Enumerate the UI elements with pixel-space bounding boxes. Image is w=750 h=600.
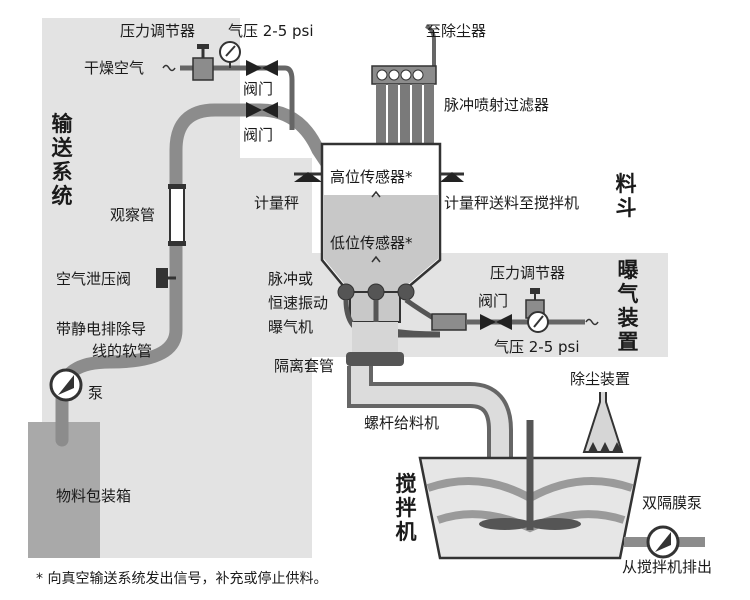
valve-1-icon-b: [262, 60, 278, 76]
label-constant-vib: 恒速振动: [268, 294, 329, 312]
label-to-dust-collector: 至除尘器: [426, 22, 487, 40]
pressure-regulator-top: [192, 57, 214, 81]
screw-feeder-inner: [351, 366, 509, 480]
aeration-panel: [255, 253, 668, 357]
high-sensor-icon: [371, 190, 381, 198]
filter-bag-1: [376, 84, 386, 144]
label-air-pressure-top: 气压 2-5 psi: [228, 22, 314, 40]
mixer-blade-right: [529, 518, 581, 530]
label-sight-glass: 观察管: [110, 206, 156, 224]
label-low-level-sensor: 低位传感器*: [330, 234, 413, 252]
filter-port-3: [400, 69, 412, 81]
gauge-needle: [225, 45, 236, 57]
label-high-level-sensor: 高位传感器*: [330, 168, 413, 186]
valve-1-icon: [246, 60, 262, 76]
label-air-relief-valve: 空气泄压阀: [56, 270, 132, 288]
dust-outlet-pipe: [425, 24, 436, 66]
filter-bag-3: [400, 84, 410, 144]
label-valve-3: 阀门: [478, 292, 509, 310]
regulator-right-knob: [530, 288, 540, 294]
label-pump: 泵: [88, 384, 104, 402]
load-cell-left-icon: [294, 172, 322, 182]
valve-3-icon-b: [496, 314, 512, 330]
load-cell-right-icon: [440, 172, 464, 182]
filter-port-2: [388, 69, 400, 81]
label-load-cell-right: 计量秤送料至搅拌机: [444, 194, 580, 212]
valve-2-icon-b: [262, 102, 278, 118]
label-bag-box: 物料包装箱: [56, 487, 132, 505]
filter-bag-5: [424, 84, 434, 144]
label-air-pressure-right: 气压 2-5 psi: [494, 338, 580, 356]
label-valve-1: 阀门: [243, 80, 274, 98]
dust-arrow-1-icon: [588, 442, 598, 452]
label-pressure-regulator-top: 压力调节器: [120, 22, 196, 40]
label-pressure-regulator-right: 压力调节器: [490, 264, 566, 282]
air-relief-valve: [156, 268, 168, 288]
label-diaphragm-pump: 双隔膜泵: [642, 494, 703, 512]
label-static-hose: 带静电排除导: [56, 320, 147, 338]
dust-arrow-2-icon: [600, 442, 610, 452]
dust-arrow-3-icon: [612, 442, 622, 452]
label-pulse-jet-filter: 脉冲喷射过滤器: [444, 96, 550, 114]
valve-3-icon: [480, 314, 496, 330]
dry-air-line: [180, 65, 295, 130]
label-dry-air: 干燥空气: [84, 59, 145, 77]
filter-bag-2: [388, 84, 398, 144]
valve-2-icon: [246, 102, 262, 118]
sight-glass: [169, 185, 185, 245]
dust-device-hood: [582, 392, 624, 453]
section-aeration: 曝气装置: [617, 258, 639, 354]
footnote: * 向真空输送系统发出信号，补充或停止供料。: [36, 571, 328, 587]
label-static-hose-2: 线的软管: [92, 342, 153, 360]
label-load-cell-left: 计量秤: [254, 194, 300, 212]
label-isolation-sleeve: 隔离套管: [274, 357, 335, 375]
filter-bag-4: [412, 84, 422, 144]
label-aerator: 曝气机: [268, 318, 314, 336]
sight-glass-cap-top: [168, 184, 186, 189]
aerator-center-icon: [367, 283, 385, 301]
pump-arrow-icon: [58, 375, 74, 395]
mixer-blade-left: [479, 518, 531, 530]
low-sensor-icon: [371, 255, 381, 263]
panel-notch: [240, 18, 312, 158]
isolation-sleeve-band: [346, 352, 404, 366]
break-icon-right: [585, 318, 599, 326]
gauge-right-needle: [533, 315, 544, 328]
label-valve-2: 阀门: [243, 126, 274, 144]
label-discharge: 从搅拌机排出: [622, 558, 713, 576]
section-mixer: 搅拌机: [395, 472, 417, 544]
section-hopper: 料斗: [615, 172, 637, 220]
hopper-material: [324, 195, 438, 292]
label-dust-device: 除尘装置: [570, 370, 631, 388]
aerator-right-icon: [397, 283, 415, 301]
break-icon: [162, 64, 176, 72]
sight-glass-cap-bottom: [168, 241, 186, 246]
section-conveying: 输送系统: [51, 112, 73, 208]
filter-port-4: [412, 69, 424, 81]
filter-port-1: [376, 69, 388, 81]
label-pulse-or: 脉冲或: [268, 270, 314, 288]
regulator-knob: [197, 44, 209, 49]
label-screw-feeder: 螺杆给料机: [364, 414, 440, 432]
diaphragm-pump-arrow-icon: [655, 532, 671, 552]
aerator-left-icon: [337, 283, 355, 301]
aeration-manifold: [431, 313, 467, 331]
